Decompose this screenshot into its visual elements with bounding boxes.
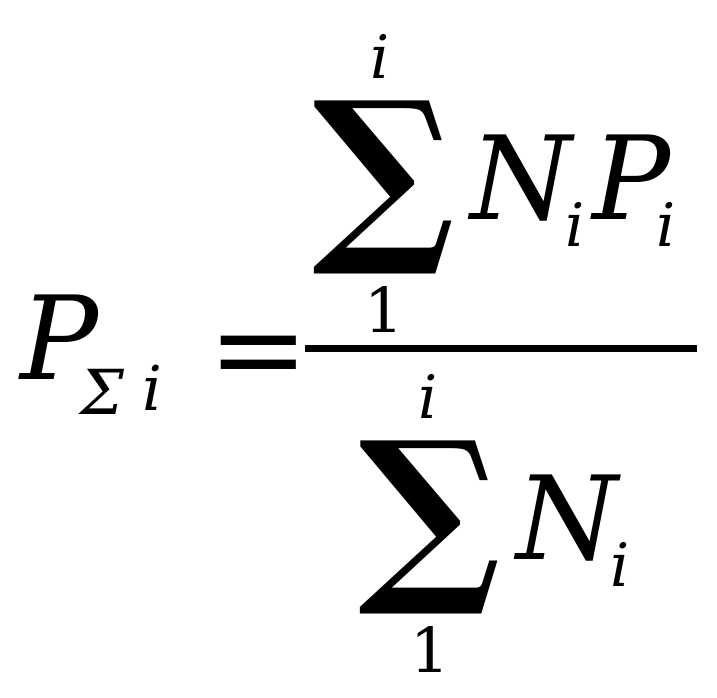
numerator-sum-symbol: ∑ [312,59,456,282]
numerator-term-p: P [592,112,671,247]
lhs-symbol-p: P [20,272,99,407]
denominator-term-n-subscript: i [610,531,630,601]
denominator-upper-limit: i [418,363,438,433]
numerator-lower-limit: 1 [364,274,404,347]
numerator-term-n-subscript: i [565,191,585,261]
equals-sign: = [208,280,309,419]
denominator-lower-limit: 1 [410,614,450,687]
denominator-term-n: N [516,452,618,587]
numerator-upper-limit: i [370,23,390,93]
numerator-term-n: N [470,112,572,247]
fraction-bar [305,345,697,352]
lhs-subscript-sigma: Σ [80,356,124,429]
numerator-term-p-subscript: i [656,191,676,261]
denominator-sum-symbol: ∑ [358,399,502,622]
lhs-subscript-index: i [142,352,162,425]
